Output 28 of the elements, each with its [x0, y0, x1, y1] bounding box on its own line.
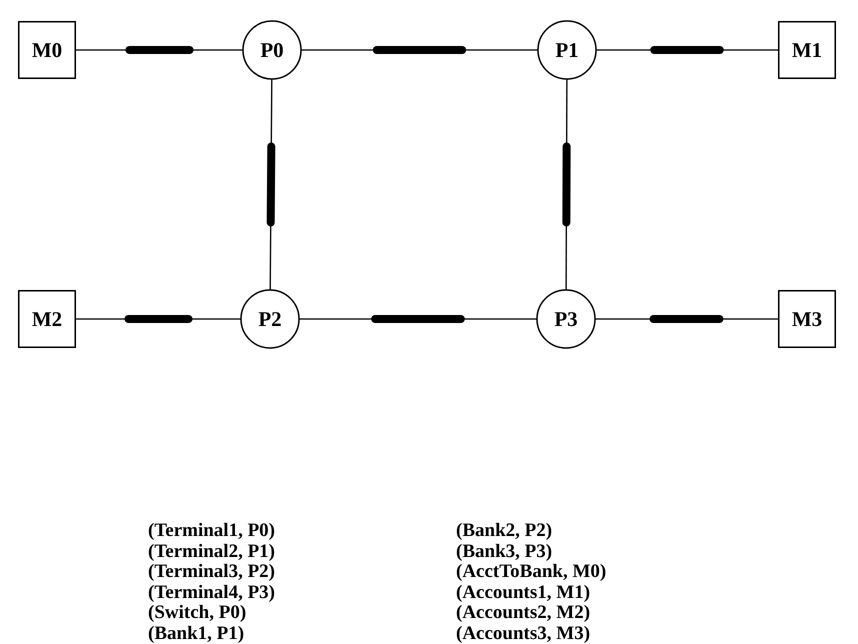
node-label: P0: [260, 38, 284, 62]
mapping-text: (Bank3, P3): [456, 542, 552, 562]
mapping-text: (Accounts3, M3): [456, 624, 590, 644]
mapping-text: (Terminal4, P3): [148, 582, 276, 602]
node-label: P1: [555, 38, 579, 62]
mapping-text: (Accounts2, M2): [456, 603, 590, 623]
link-line: [596, 49, 778, 51]
node-label: M3: [792, 306, 822, 332]
mapping-text: (Terminal2, P1): [148, 542, 276, 562]
link-line: [270, 79, 272, 290]
mapping-text: (Accounts1, M1): [456, 582, 590, 602]
node-label: M1: [792, 38, 822, 62]
mapping-text: (Terminal1, P0): [148, 521, 276, 541]
mapping-text: (Bank2, P2): [456, 521, 552, 541]
link-line: [76, 318, 241, 320]
link-line: [565, 79, 568, 290]
node-label: M2: [32, 306, 62, 332]
node-label: P2: [258, 306, 282, 332]
mapping-text: (Switch, P0): [148, 603, 246, 623]
mapping-text: (AcctToBank, M0): [456, 562, 606, 582]
node-label: M0: [32, 38, 62, 62]
link-line: [299, 318, 537, 320]
node-label: P3: [554, 306, 578, 332]
link-line: [595, 318, 778, 320]
link-line: [76, 49, 243, 51]
link-line: [301, 49, 538, 51]
mapping-text: (Terminal3, P2): [148, 562, 276, 582]
mapping-text: (Bank1, P1): [148, 624, 244, 644]
